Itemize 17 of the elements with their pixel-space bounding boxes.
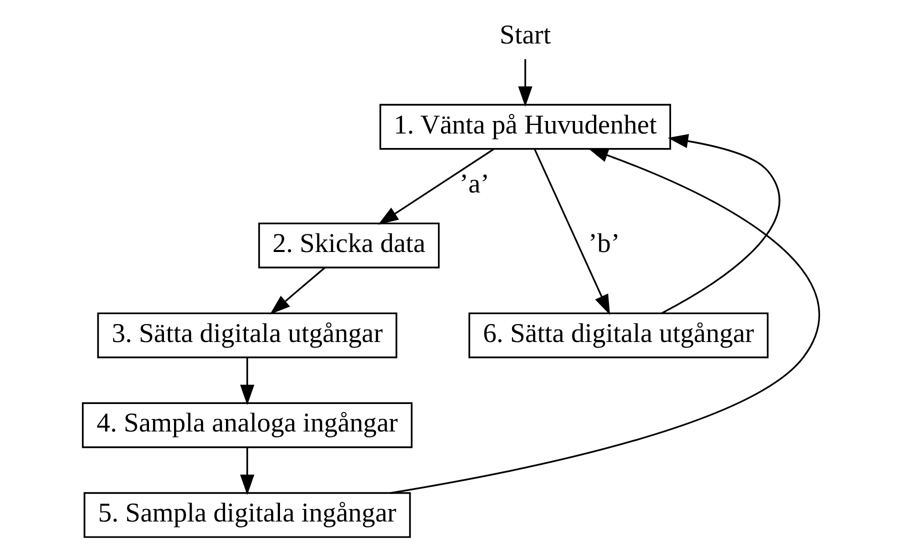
arrow bbox=[240, 447, 254, 495]
node-text: Start bbox=[500, 19, 551, 50]
edge-label: ’a’ bbox=[459, 168, 490, 199]
arrow bbox=[518, 59, 532, 107]
arrow bbox=[661, 134, 780, 314]
arrow bbox=[270, 267, 326, 314]
arrow bbox=[378, 148, 494, 225]
edge-label: ’b’ bbox=[588, 228, 620, 258]
node-box: 4. Sampla analoga ingångar bbox=[82, 402, 413, 448]
node-box: 2. Skicka data bbox=[258, 222, 440, 268]
node-box: 6. Sätta digitala utgångar bbox=[468, 312, 769, 358]
node-box: 5. Sampla digitala ingångar bbox=[84, 492, 411, 538]
arrow bbox=[240, 358, 254, 406]
arrow bbox=[390, 148, 820, 494]
arrow bbox=[534, 148, 610, 316]
node-box: 1. Vänta på Huvudenhet bbox=[379, 104, 672, 150]
node-box: 3. Sätta digitala utgångar bbox=[97, 312, 398, 358]
